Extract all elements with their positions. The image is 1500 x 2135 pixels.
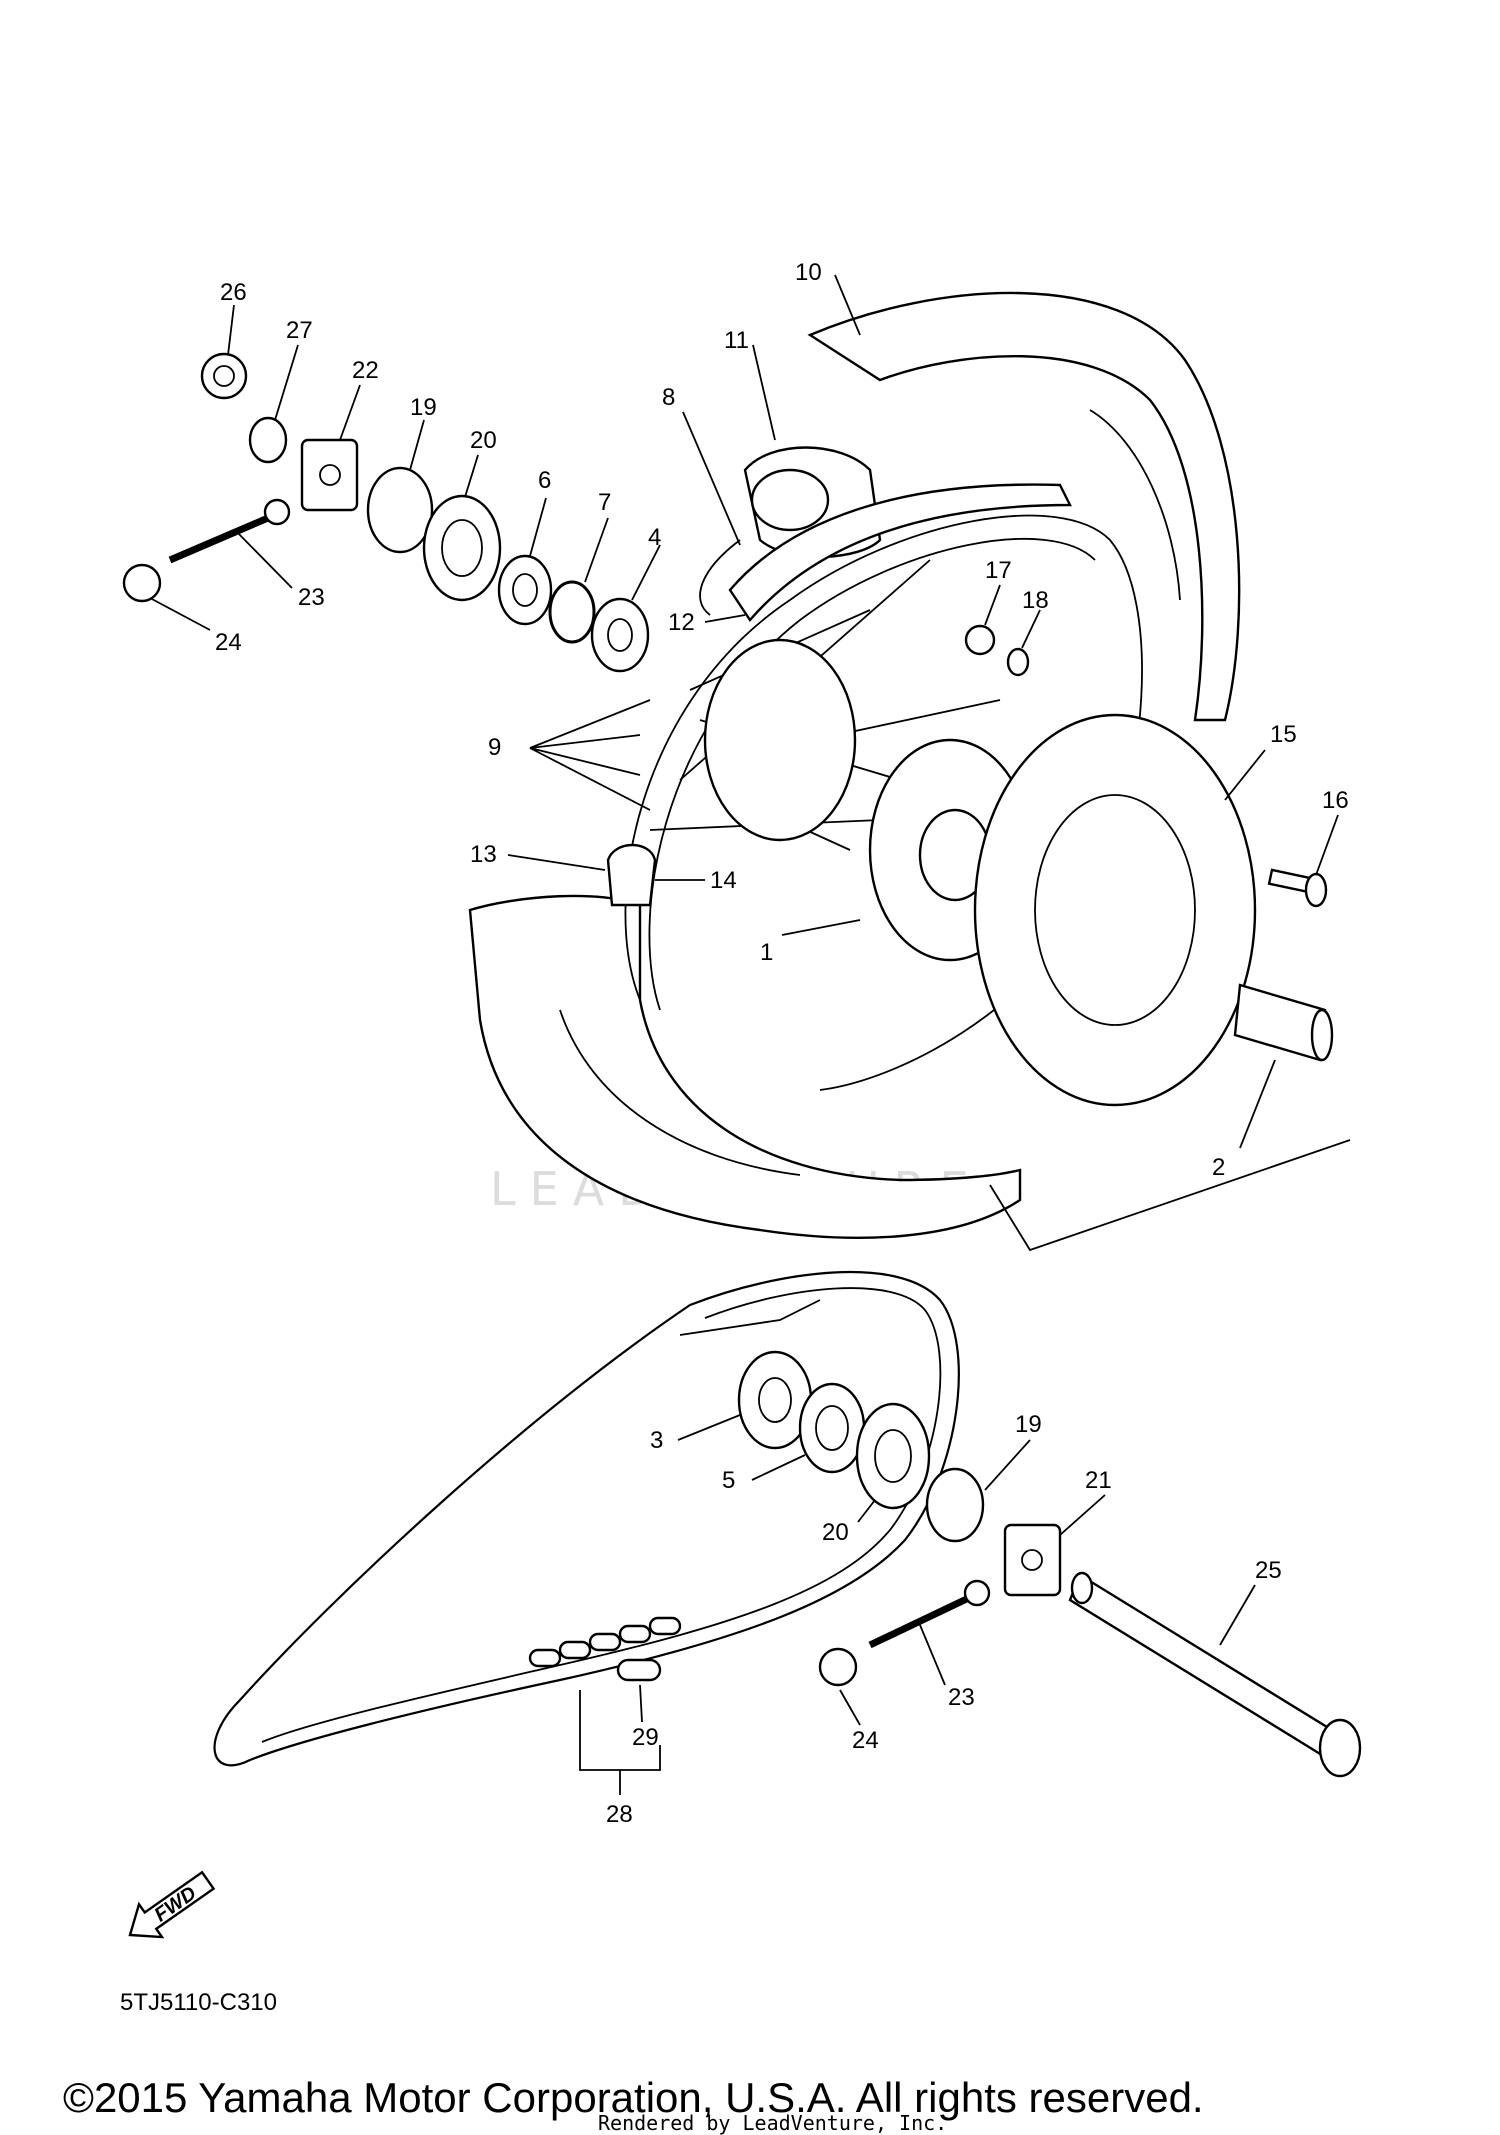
- callout-13[interactable]: 13: [470, 841, 497, 868]
- callout-10[interactable]: 10: [795, 259, 822, 286]
- callout-9[interactable]: 9: [488, 734, 501, 761]
- leader-lines: [149, 274, 1339, 1795]
- adjust-nut-left-part[interactable]: [122, 563, 162, 603]
- callout-12[interactable]: 12: [668, 609, 695, 636]
- collar-19-right-part[interactable]: [925, 1467, 985, 1543]
- sprocket-nut-part[interactable]: [964, 624, 996, 656]
- chain-link-row: [528, 1616, 682, 1668]
- callout-5[interactable]: 5: [722, 1467, 735, 1494]
- callout-26[interactable]: 26: [220, 279, 247, 306]
- diagram-code: 5TJ5110-C310: [120, 1989, 277, 2016]
- callout-22[interactable]: 22: [352, 357, 379, 384]
- drive-chain-part[interactable]: [213, 1271, 960, 1767]
- callout-17[interactable]: 17: [985, 557, 1012, 584]
- section-outline: [679, 1139, 1351, 1336]
- callout-20-bottom[interactable]: 20: [822, 1519, 849, 1546]
- axle-washer-part[interactable]: [248, 416, 288, 464]
- sprocket-washer-part[interactable]: [1006, 647, 1030, 677]
- adjust-bolt-left-part[interactable]: [168, 498, 291, 564]
- rendered-by-notice: Rendered by LeadVenture, Inc.: [598, 2111, 947, 2135]
- callout-16[interactable]: 16: [1322, 787, 1349, 814]
- callout-27[interactable]: 27: [286, 317, 313, 344]
- collar-19-left-part[interactable]: [366, 466, 434, 554]
- chain-joint-part[interactable]: [616, 1658, 662, 1682]
- callout-28[interactable]: 28: [606, 1801, 633, 1828]
- callouts: 1 2 3 4 5 6 7 8 9 10 11 12 13 14 15 16 1…: [215, 259, 1349, 1828]
- bearing-4-part[interactable]: [590, 597, 650, 673]
- callout-24-bottom[interactable]: 24: [852, 1727, 879, 1754]
- callout-8[interactable]: 8: [662, 384, 675, 411]
- rim-band-part[interactable]: [728, 483, 1072, 622]
- wheel-axle-part[interactable]: [1068, 1571, 1362, 1778]
- rim-lock-part[interactable]: [606, 843, 657, 907]
- callout-23-bottom[interactable]: 23: [948, 1684, 975, 1711]
- callout-24-top[interactable]: 24: [215, 629, 242, 656]
- callout-20-top[interactable]: 20: [470, 427, 497, 454]
- fwd-arrow-icon: FWD: [128, 1870, 216, 1939]
- oil-seal-20-right-part[interactable]: [855, 1402, 931, 1510]
- callout-1[interactable]: 1: [760, 939, 773, 966]
- bearing-6-part[interactable]: [497, 554, 553, 626]
- callout-11[interactable]: 11: [724, 327, 749, 354]
- adjust-nut-right-part[interactable]: [818, 1647, 858, 1687]
- circlip-7-part[interactable]: [548, 580, 596, 644]
- collar-part[interactable]: [1233, 983, 1334, 1062]
- callout-21[interactable]: 21: [1085, 1467, 1112, 1494]
- callout-19-bottom[interactable]: 19: [1015, 1411, 1042, 1438]
- oil-seal-20-left-part[interactable]: [422, 494, 502, 602]
- callout-15[interactable]: 15: [1270, 721, 1297, 748]
- copyright-notice: ©2015 Yamaha Motor Corporation, U.S.A. A…: [63, 2074, 1204, 2121]
- callout-14[interactable]: 14: [710, 867, 737, 894]
- callout-23-top[interactable]: 23: [298, 584, 325, 611]
- callout-7[interactable]: 7: [598, 489, 611, 516]
- sprocket-bolt-part[interactable]: [1267, 868, 1328, 908]
- sprocket-part[interactable]: [973, 713, 1257, 1107]
- callout-19-top[interactable]: 19: [410, 394, 437, 421]
- callout-25[interactable]: 25: [1255, 1557, 1282, 1584]
- callout-2[interactable]: 2: [1212, 1154, 1225, 1181]
- axle-nut-part[interactable]: [200, 352, 248, 400]
- callout-4[interactable]: 4: [648, 524, 661, 551]
- chain-puller-right-part[interactable]: [1003, 1523, 1062, 1597]
- callout-18[interactable]: 18: [1022, 587, 1049, 614]
- callout-6[interactable]: 6: [538, 467, 551, 494]
- adjust-bolt-right-part[interactable]: [868, 1579, 991, 1649]
- callout-29[interactable]: 29: [632, 1724, 659, 1751]
- chain-puller-left-part[interactable]: [300, 438, 359, 512]
- spacer-5-part[interactable]: [798, 1382, 866, 1474]
- callout-3[interactable]: 3: [650, 1427, 663, 1454]
